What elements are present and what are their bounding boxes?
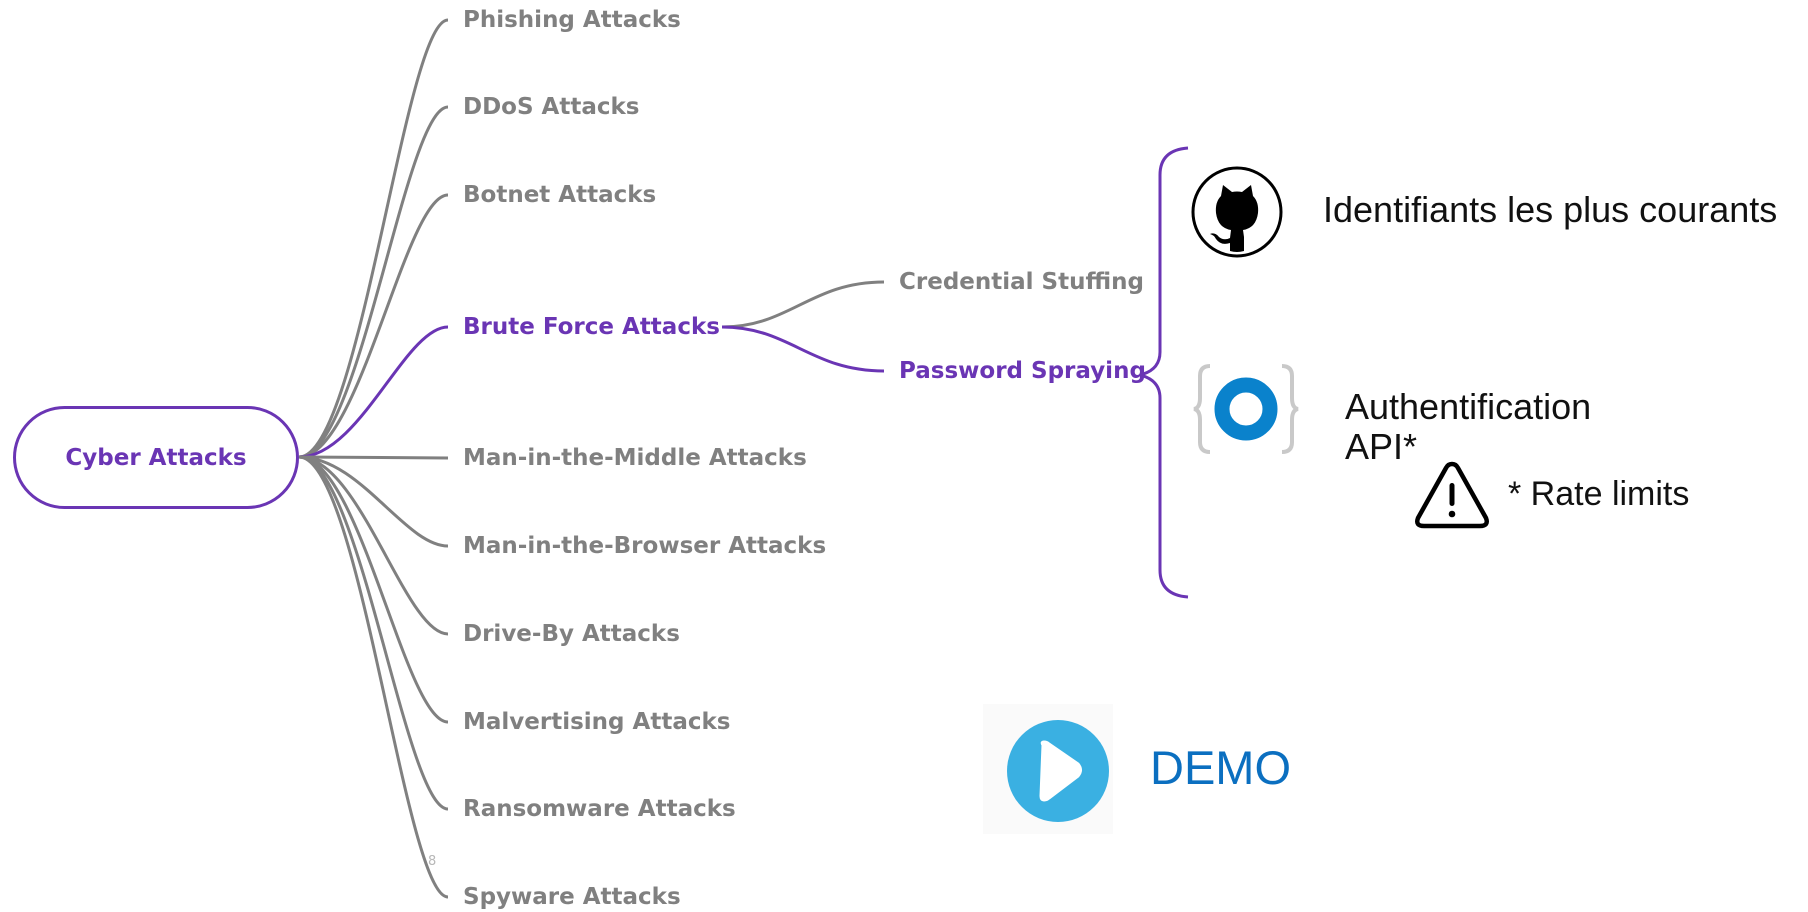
branch-phishing[interactable]: Phishing Attacks — [463, 7, 681, 33]
branch-ransomware[interactable]: Ransomware Attacks — [463, 796, 736, 822]
branch-botnet[interactable]: Botnet Attacks — [463, 182, 657, 208]
sub-branch-password-spraying[interactable]: Password Spraying — [899, 358, 1146, 384]
branch-drive-by[interactable]: Drive-By Attacks — [463, 621, 680, 647]
api-icon — [1192, 360, 1300, 458]
root-label: Cyber Attacks — [65, 444, 247, 471]
branch-malvertising[interactable]: Malvertising Attacks — [463, 709, 731, 735]
connector-8 — [298, 455, 449, 811]
connector-3 — [298, 325, 449, 459]
branch-mitm[interactable]: Man-in-the-Middle Attacks — [463, 445, 807, 471]
connector-6 — [298, 455, 449, 636]
api-text-line1: Authentification — [1345, 386, 1592, 427]
sub-connector-1 — [721, 325, 885, 373]
sub-branch-credential-stuffing[interactable]: Credential Stuffing — [899, 269, 1144, 295]
root-node[interactable]: Cyber Attacks — [13, 406, 299, 509]
demo-label[interactable]: DEMO — [1150, 741, 1291, 794]
branch-brute-force[interactable]: Brute Force Attacks — [463, 314, 720, 340]
grouping-brace — [1139, 146, 1189, 599]
connector-5 — [298, 455, 449, 548]
branch-mitb[interactable]: Man-in-the-Browser Attacks — [463, 533, 827, 559]
page-number: 8 — [428, 854, 437, 869]
api-text-line2: API* — [1345, 426, 1418, 467]
github-text: Identifiants les plus courants — [1323, 189, 1778, 230]
warning-icon — [1413, 459, 1491, 531]
branch-ddos[interactable]: DDoS Attacks — [463, 94, 640, 120]
connector-1 — [298, 105, 449, 459]
sub-connector-0 — [721, 280, 885, 329]
connector-4 — [298, 455, 449, 460]
connector-0 — [298, 18, 449, 459]
connector-2 — [298, 193, 449, 459]
rate-limit-text: * Rate limits — [1508, 475, 1690, 513]
connector-7 — [298, 455, 449, 724]
github-icon — [1190, 165, 1284, 259]
play-icon[interactable] — [983, 704, 1113, 834]
branch-spyware[interactable]: Spyware Attacks — [463, 884, 681, 910]
connector-9 — [298, 455, 449, 899]
